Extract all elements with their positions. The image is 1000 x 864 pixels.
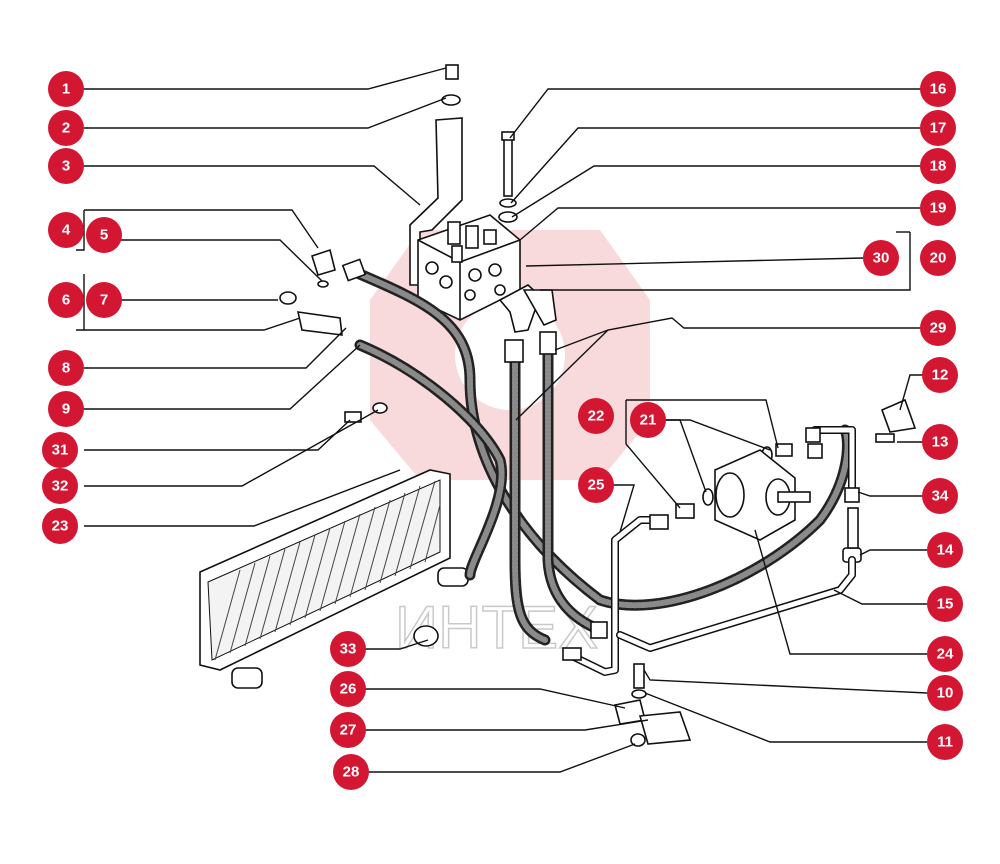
svg-text:33: 33 [340,641,357,658]
svg-text:15: 15 [937,596,954,613]
svg-text:2: 2 [62,120,70,137]
svg-text:6: 6 [62,292,70,309]
svg-text:3: 3 [62,158,70,175]
callout-badges: 1 2 3 4 5 6 7 8 9 10 11 12 13 14 15 16 1… [42,71,963,790]
leader-lines [76,67,928,773]
svg-text:19: 19 [930,200,947,217]
svg-text:34: 34 [932,488,949,505]
svg-text:14: 14 [937,542,954,559]
callout-12: 12 [922,357,958,393]
callout-6: 6 [48,282,84,318]
callout-5: 5 [86,217,122,253]
svg-text:1: 1 [62,81,70,98]
svg-text:21: 21 [640,412,657,429]
callout-19: 19 [920,190,956,226]
callout-29: 29 [920,310,956,346]
hydraulic-pump [714,449,811,541]
callout-9: 9 [48,391,84,427]
svg-text:32: 32 [52,478,69,495]
svg-text:7: 7 [100,292,108,309]
callout-32: 32 [42,468,78,504]
svg-text:22: 22 [588,408,605,425]
callout-10: 10 [927,675,963,711]
callout-11: 11 [927,724,963,760]
callout-7: 7 [86,282,122,318]
callout-20: 20 [920,240,956,276]
svg-text:27: 27 [340,722,357,739]
svg-text:26: 26 [340,681,357,698]
callout-33: 33 [330,631,366,667]
svg-text:18: 18 [930,158,947,175]
callout-34: 34 [922,478,958,514]
callout-26: 26 [330,671,366,707]
svg-text:30: 30 [873,250,890,267]
callout-14: 14 [927,532,963,568]
callout-27: 27 [330,712,366,748]
callout-28: 28 [333,754,369,790]
fittings [341,258,823,661]
svg-text:5: 5 [100,227,108,244]
svg-text:23: 23 [52,518,69,535]
svg-text:4: 4 [62,222,71,239]
callout-1: 1 [48,71,84,107]
metal-pipes [566,426,860,676]
svg-text:25: 25 [588,477,605,494]
svg-text:31: 31 [52,442,69,459]
callout-3: 3 [48,148,84,184]
callout-24: 24 [927,636,963,672]
callout-4: 4 [48,212,84,248]
oil-cooler [199,469,469,689]
valve-block [417,214,521,321]
svg-text:16: 16 [930,81,947,98]
svg-text:17: 17 [930,120,947,137]
svg-text:10: 10 [937,685,954,702]
svg-text:11: 11 [937,734,953,751]
callout-25: 25 [578,467,614,503]
callout-13: 13 [922,424,958,460]
svg-text:12: 12 [932,367,949,384]
svg-text:20: 20 [930,250,947,267]
callout-15: 15 [927,586,963,622]
callout-2: 2 [48,110,84,146]
svg-text:13: 13 [932,434,949,451]
small-hardware [279,64,917,747]
callout-17: 17 [920,110,956,146]
svg-text:28: 28 [343,764,360,781]
svg-text:24: 24 [937,646,954,663]
callout-31: 31 [42,432,78,468]
callout-22: 22 [578,398,614,434]
callout-18: 18 [920,148,956,184]
callout-8: 8 [48,350,84,386]
callout-30: 30 [863,240,899,276]
svg-text:9: 9 [62,401,70,418]
svg-text:8: 8 [62,360,70,377]
callout-23: 23 [42,508,78,544]
svg-text:29: 29 [930,320,947,337]
callout-21: 21 [630,402,666,438]
callout-16: 16 [920,71,956,107]
